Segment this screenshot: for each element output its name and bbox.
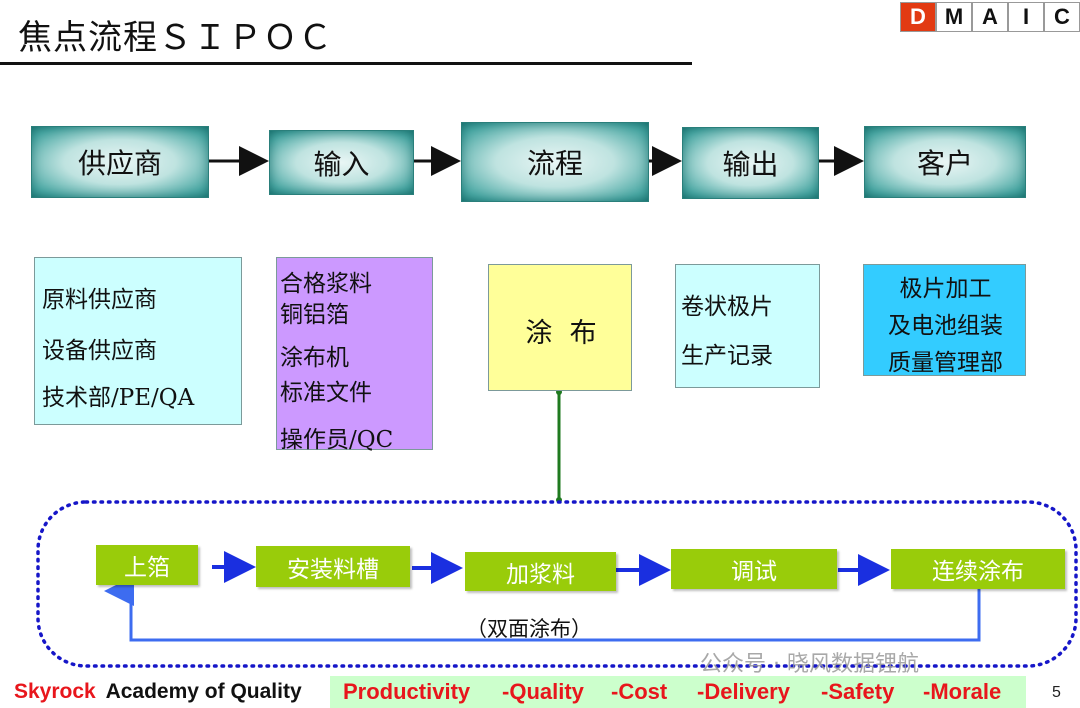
step-adjust: 调试	[671, 549, 837, 589]
customer-item: 及电池组装	[888, 313, 1003, 339]
process-boundary	[36, 500, 1078, 668]
outputs-box: 卷状极片 生产记录	[675, 264, 820, 388]
supplier-item: 设备供应商	[42, 338, 157, 364]
metric-delivery: -Delivery	[697, 679, 790, 704]
output-item: 生产记录	[681, 343, 773, 369]
metric-quality: -Quality	[502, 679, 584, 704]
page-number: 5	[1052, 684, 1061, 701]
dmaic-c: C	[1044, 2, 1080, 32]
step-install-tank: 安装料槽	[256, 546, 410, 587]
dmaic-d: D	[900, 2, 936, 32]
supplier-item: 原料供应商	[42, 287, 157, 313]
inputs-box: 合格浆料 铜铝箔 涂布机 标准文件 操作员/QC	[276, 257, 433, 453]
metric-safety: -Safety	[821, 679, 895, 704]
step-add-slurry: 加浆料	[465, 552, 616, 591]
metric-cost: -Cost	[611, 679, 668, 704]
header-supplier: 供应商	[31, 126, 209, 198]
watermark-text: 公众号 · 晓风数据锂航	[700, 652, 919, 677]
header-output: 输出	[682, 127, 819, 199]
return-loop-arrow	[104, 576, 981, 642]
suppliers-box: 原料供应商 设备供应商 技术部/PE/QA	[34, 257, 242, 425]
page-title: 焦点流程ＳＩＰＯＣ	[18, 18, 333, 58]
input-item: 涂布机	[280, 345, 349, 371]
process-label: 涂 布	[525, 318, 597, 349]
brand-academy: Academy of Quality	[105, 680, 302, 703]
metric-morale: -Morale	[923, 679, 1002, 704]
dmaic-a: A	[972, 2, 1008, 32]
metric-productivity: Productivity	[343, 679, 471, 704]
step-foil-loading: 上箔	[96, 545, 198, 585]
header-input: 输入	[269, 130, 414, 195]
input-item: 操作员/QC	[280, 427, 394, 453]
output-item: 卷状极片	[681, 294, 773, 320]
header-customer: 客户	[864, 126, 1026, 198]
supplier-item: 技术部/PE/QA	[42, 385, 195, 411]
brand-skyrock: Skyrock	[14, 680, 96, 703]
loop-note: （双面涂布）	[466, 617, 592, 641]
footer-metrics-band: Productivity -Quality -Cost -Delivery -S…	[330, 676, 1026, 708]
customer-item: 质量管理部	[888, 350, 1003, 376]
customer-item: 极片加工	[899, 276, 992, 302]
process-box: 涂 布	[488, 264, 632, 391]
input-item: 合格浆料	[280, 271, 372, 297]
customers-box: 极片加工 及电池组装 质量管理部	[863, 264, 1026, 376]
dmaic-m: M	[936, 2, 972, 32]
title-underline	[0, 62, 692, 65]
header-process: 流程	[461, 122, 649, 202]
dmaic-indicator: D M A I C	[900, 2, 1080, 32]
input-item: 铜铝箔	[280, 302, 349, 328]
dmaic-i: I	[1008, 2, 1044, 32]
input-item: 标准文件	[280, 380, 372, 406]
step-continuous-coating: 连续涂布	[891, 549, 1065, 589]
footer-brand: Skyrock Academy of Quality	[14, 680, 302, 704]
